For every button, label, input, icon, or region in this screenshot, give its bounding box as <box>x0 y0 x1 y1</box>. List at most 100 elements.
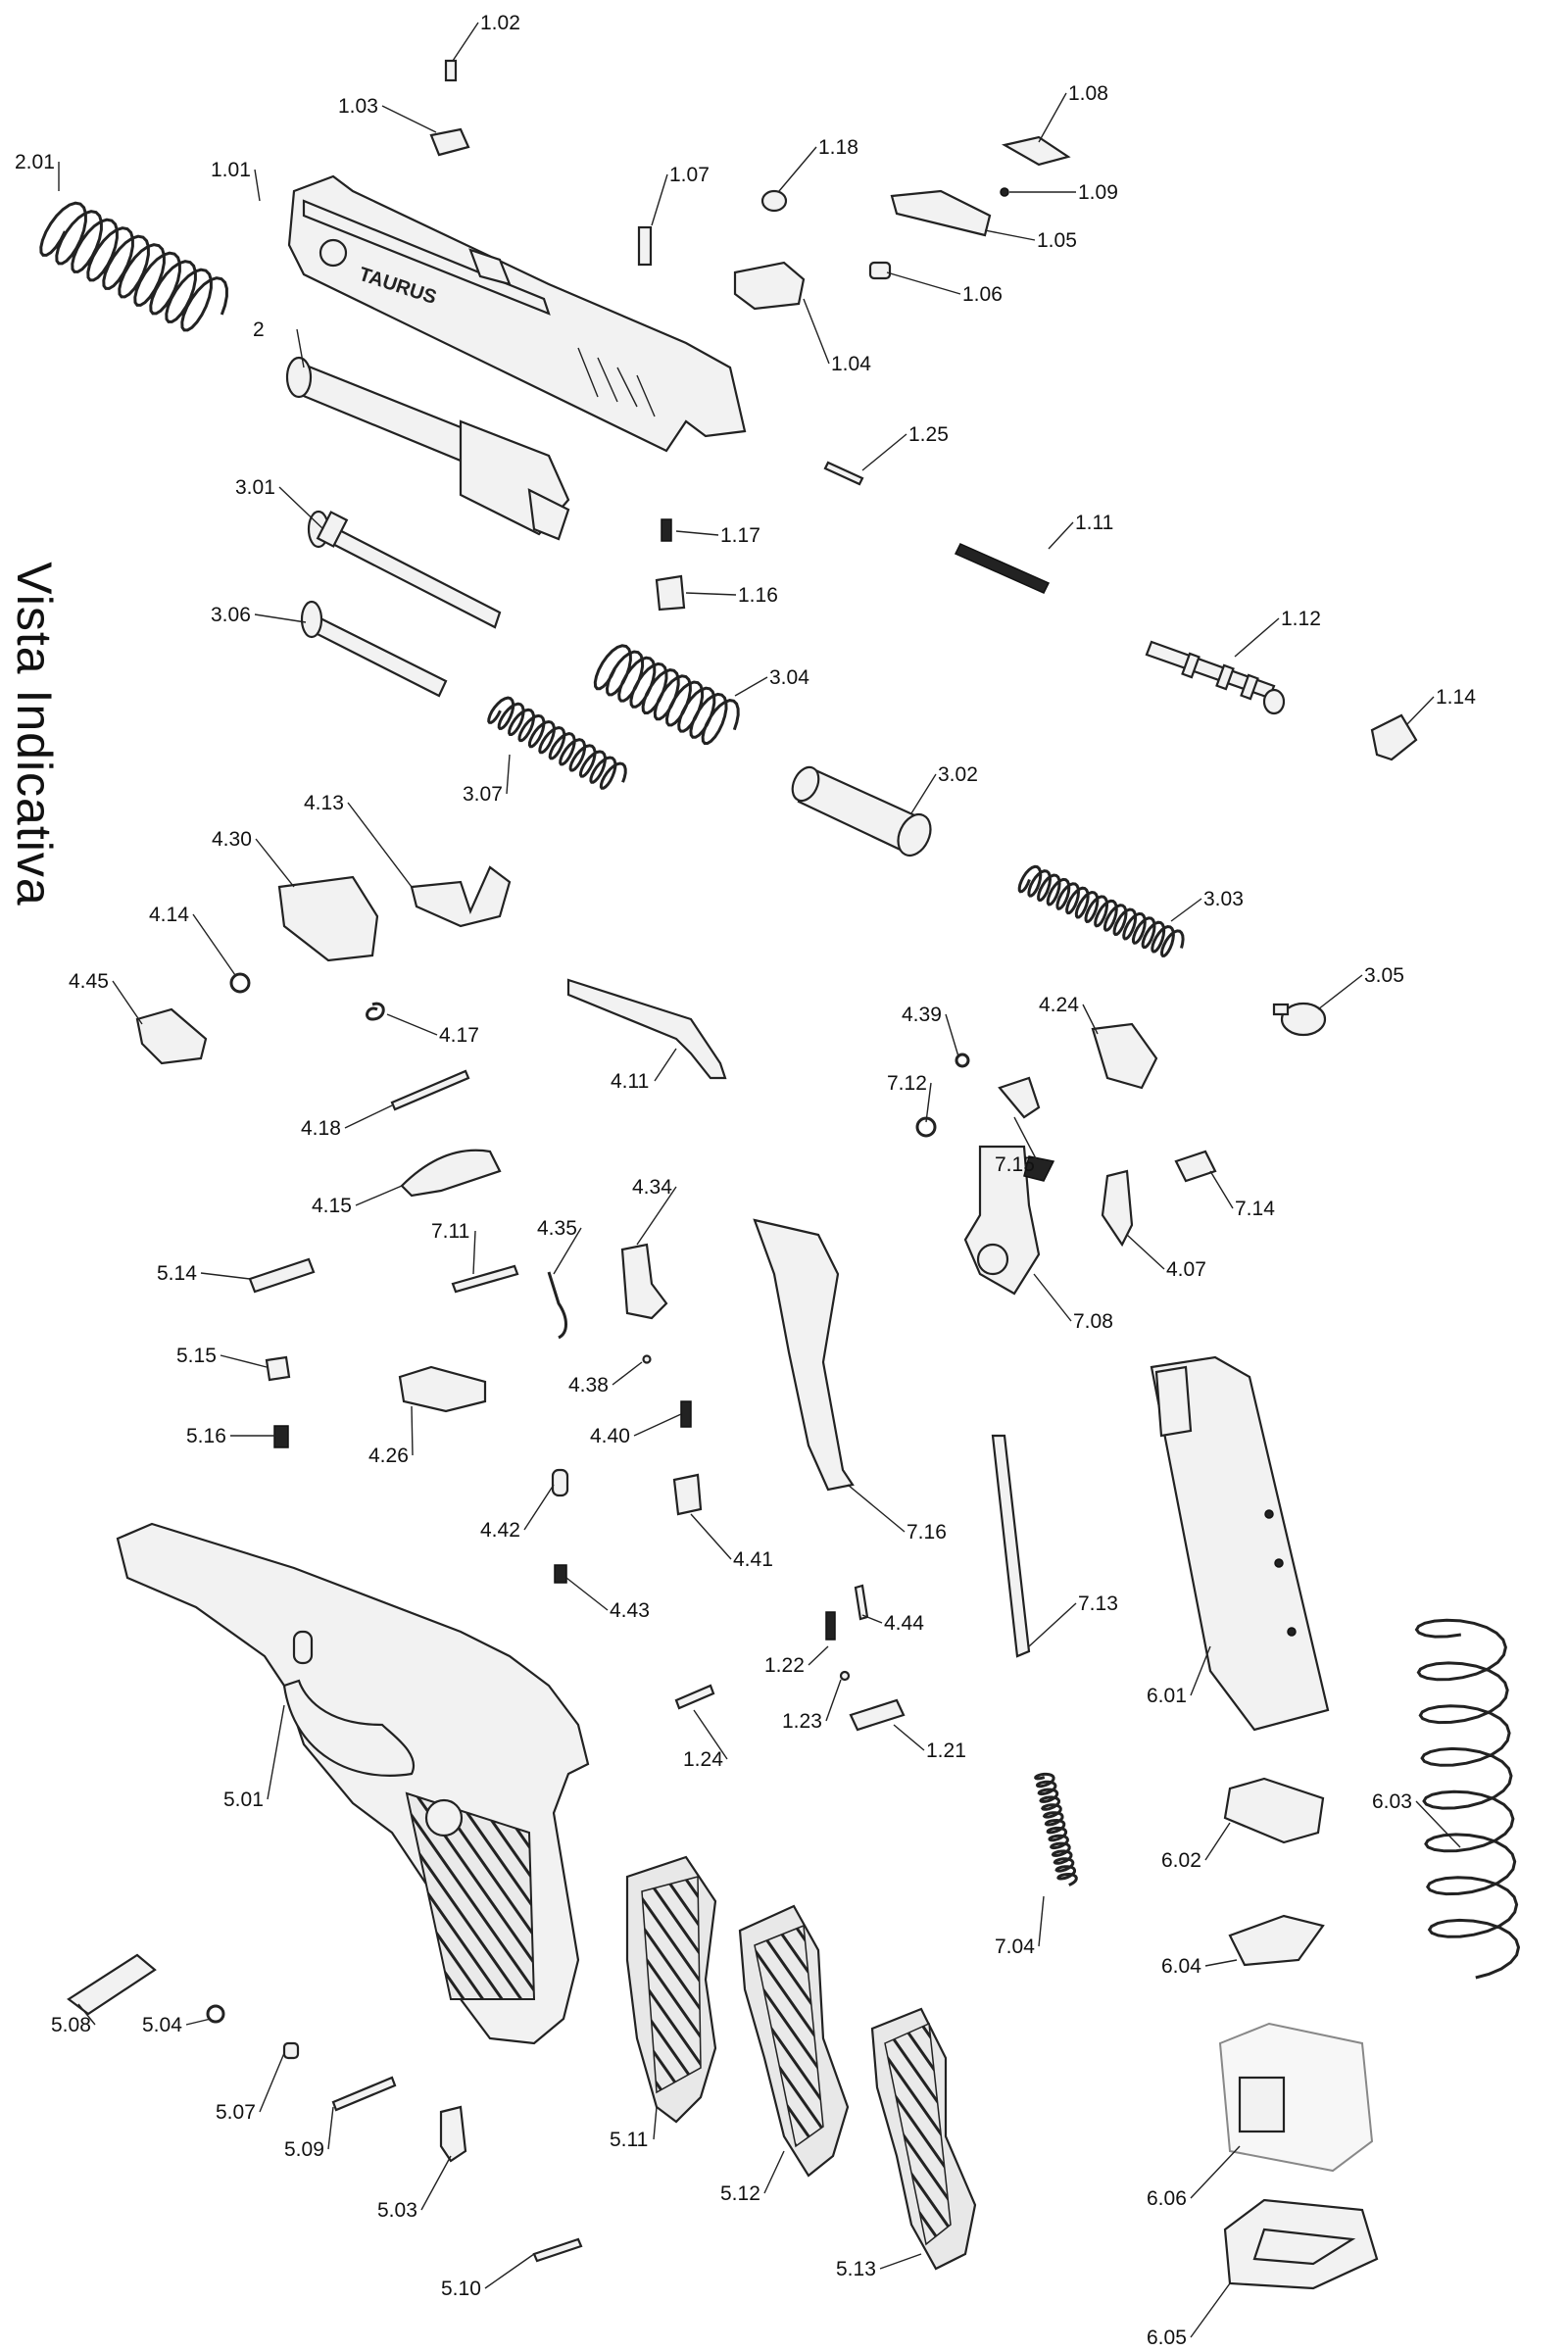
leader-1-06 <box>886 271 961 295</box>
label-1-23: 1.23 <box>782 1710 822 1733</box>
leader-4-43 <box>565 1577 609 1611</box>
label-1-14: 1.14 <box>1436 686 1476 709</box>
leader-1-07 <box>651 173 668 226</box>
label-4-40: 4.40 <box>590 1425 630 1447</box>
leader-1-21 <box>893 1724 925 1751</box>
label-4-17: 4.17 <box>439 1024 479 1047</box>
part-3.02-bushing <box>791 765 932 858</box>
part-4.24-block <box>1091 1022 1158 1090</box>
leader-3-07 <box>506 754 511 795</box>
label-6-02: 6.02 <box>1161 1849 1201 1872</box>
part-1.12-firing-pin <box>1145 640 1286 715</box>
part-6.06-sleeve <box>1218 2022 1374 2173</box>
label-4-11: 4.11 <box>611 1070 649 1093</box>
label-4-24: 4.24 <box>1039 994 1079 1016</box>
label-4-34: 4.34 <box>632 1176 672 1199</box>
leader-4-44 <box>861 1614 883 1624</box>
leader-4-30 <box>255 838 295 888</box>
part-2-barrel <box>285 356 570 541</box>
label-2: 2 <box>253 318 265 341</box>
part-7.16-trigger-bar <box>753 1218 855 1492</box>
label-1-21: 1.21 <box>926 1740 966 1762</box>
label-7-11: 7.11 <box>431 1220 469 1243</box>
label-4-41: 4.41 <box>733 1548 773 1571</box>
label-1-01: 1.01 <box>211 159 251 181</box>
part-3.01-guide-rod <box>307 510 502 629</box>
leader-4-26 <box>411 1405 414 1456</box>
label-4-13: 4.13 <box>304 792 344 814</box>
leader-1-05 <box>984 229 1036 241</box>
part-3.03-spring <box>1017 864 1185 957</box>
part-6.02-follower <box>1223 1777 1325 1844</box>
label-4-45: 4.45 <box>69 970 109 993</box>
label-4-35: 4.35 <box>537 1217 577 1240</box>
label-5-07: 5.07 <box>216 2101 256 2124</box>
leader-7-04 <box>1038 1895 1045 1947</box>
label-4-30: 4.30 <box>212 828 252 851</box>
label-1-02: 1.02 <box>480 12 520 34</box>
leader-1-02 <box>452 22 479 62</box>
label-1-07: 1.07 <box>669 164 710 186</box>
part-1.21-pin <box>849 1698 906 1732</box>
label-4-07: 4.07 <box>1166 1258 1206 1281</box>
part-5.08-catch <box>67 1953 157 2016</box>
leader-5-12 <box>763 2150 785 2194</box>
part-4.43-spring <box>554 1564 567 1584</box>
part-4.38-ball <box>642 1354 652 1364</box>
label-5-13: 5.13 <box>836 2258 876 2280</box>
leader-6-03 <box>1415 1800 1461 1848</box>
leader-3-02 <box>910 773 937 814</box>
leader-1-11 <box>1048 521 1074 550</box>
part-1.18 <box>760 189 788 213</box>
part-4.34-block <box>620 1243 668 1320</box>
label-1-18: 1.18 <box>818 136 858 159</box>
leader-1-24 <box>693 1709 728 1760</box>
part-7.04-spring <box>1034 1772 1078 1886</box>
part-1.23-ball <box>839 1670 851 1682</box>
label-6-04: 6.04 <box>1161 1955 1201 1978</box>
part-5.16-spring <box>273 1425 289 1448</box>
part-6.03-spring <box>1414 1618 1521 1980</box>
part-1.09-ball <box>1000 187 1009 197</box>
part-1.16-block <box>655 574 686 612</box>
label-3-03: 3.03 <box>1203 888 1244 910</box>
leader-7-12 <box>925 1082 932 1123</box>
leader-4-40 <box>633 1413 682 1437</box>
label-1-06: 1.06 <box>962 283 1003 306</box>
leader-1-22 <box>808 1645 829 1666</box>
leader-4-18 <box>344 1104 393 1129</box>
leader-5-13 <box>879 2253 922 2270</box>
leader-4-14 <box>192 913 236 976</box>
part-1.06-spring <box>868 261 892 280</box>
leader-5-11 <box>653 2106 658 2140</box>
label-7-12: 7.12 <box>887 1072 927 1095</box>
leader-lines <box>58 22 1461 2338</box>
label-7-04: 7.04 <box>995 1936 1035 1958</box>
part-5.11-grip <box>625 1855 717 2124</box>
label-7-13: 7.13 <box>1078 1592 1118 1615</box>
leader-4-15 <box>355 1185 403 1206</box>
label-7-08: 7.08 <box>1073 1310 1113 1333</box>
label-5-03: 5.03 <box>377 2199 417 2222</box>
label-1-04: 1.04 <box>831 353 871 375</box>
part-6.05-baseplate <box>1223 2198 1379 2290</box>
leader-1-16 <box>685 592 737 596</box>
label-1-11: 1.11 <box>1075 512 1113 534</box>
part-4.11-bar <box>566 978 727 1080</box>
label-5-01: 5.01 <box>223 1788 264 1811</box>
part-1.14 <box>1370 713 1418 761</box>
part-1.11-pin <box>954 543 1051 594</box>
label-3-01: 3.01 <box>235 476 275 499</box>
part-4.18-pin <box>390 1069 470 1111</box>
label-7-14: 7.14 <box>1235 1198 1275 1220</box>
part-5.10-pin <box>532 2237 583 2263</box>
label-5-15: 5.15 <box>176 1345 217 1367</box>
part-3.06-guide-rod <box>300 600 448 698</box>
leader-4-07 <box>1126 1234 1165 1270</box>
label-1-17: 1.17 <box>720 524 760 547</box>
part-5.01-frame <box>116 1522 590 2045</box>
leader-4-45 <box>112 980 143 1025</box>
part-5.04-spring <box>206 2004 225 2024</box>
leader-6-05 <box>1190 2282 1231 2338</box>
